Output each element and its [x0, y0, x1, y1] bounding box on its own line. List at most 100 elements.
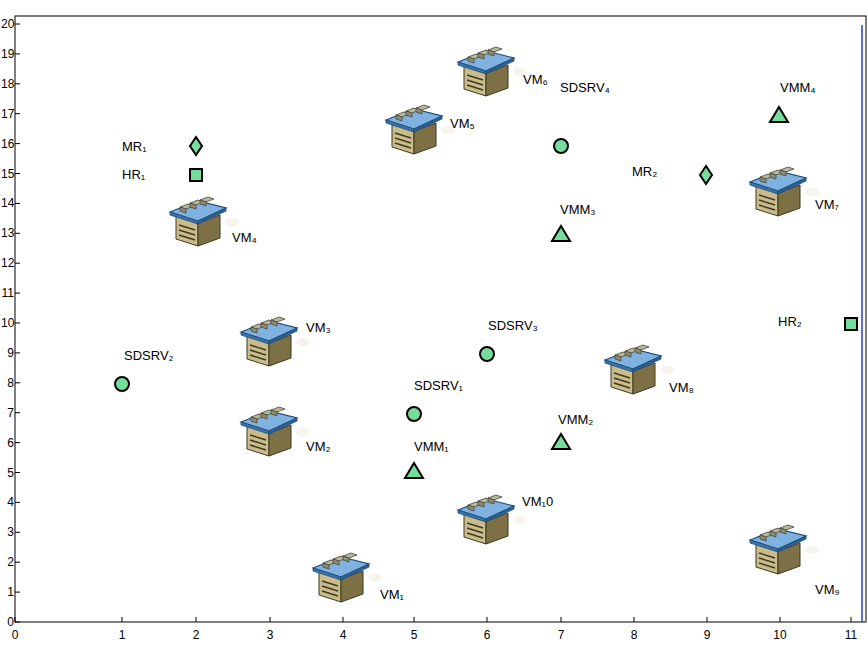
tick-mark: [15, 143, 20, 144]
tick-mark: [15, 113, 20, 114]
y-tick-label: 13: [1, 225, 14, 241]
tick-mark: [15, 352, 20, 353]
server-icon: [750, 525, 819, 574]
server-icons: [170, 47, 819, 602]
tick-mark: [15, 532, 20, 533]
tick-mark: [122, 617, 123, 622]
server-icon: [313, 553, 382, 602]
y-tick-label: 5: [7, 465, 14, 481]
server-icon: [750, 167, 819, 216]
tick-mark: [15, 323, 20, 324]
point-label: MR₂: [632, 164, 657, 180]
tick-mark: [270, 617, 271, 622]
server-icon: [241, 407, 310, 456]
triangle-marker: [552, 226, 570, 241]
diamond-marker: [190, 137, 202, 155]
markers: [115, 107, 857, 478]
tick-mark: [196, 617, 197, 622]
point-label: SDSRV₃: [488, 318, 538, 334]
point-label: VM₈: [669, 380, 694, 396]
point-label: VMM₄: [780, 80, 816, 96]
y-tick-label: 10: [1, 315, 14, 331]
y-tick-label: 3: [7, 524, 14, 540]
tick-mark: [15, 472, 20, 473]
x-tick-label: 3: [267, 627, 274, 643]
point-label: VM₁: [380, 587, 404, 603]
tick-mark: [15, 53, 20, 54]
server-icon: [241, 317, 310, 366]
y-tick-label: 17: [1, 106, 14, 122]
tick-mark: [707, 617, 708, 622]
tick-mark: [487, 617, 488, 622]
x-tick-label: 5: [411, 627, 418, 643]
tick-mark: [15, 293, 20, 294]
tick-mark: [634, 617, 635, 622]
x-tick-label: 4: [340, 627, 347, 643]
y-tick-label: 15: [1, 166, 14, 182]
tick-mark: [15, 382, 20, 383]
tick-mark: [15, 83, 20, 84]
circle-marker: [480, 347, 494, 361]
y-tick-label: 16: [1, 136, 14, 152]
tick-mark: [15, 617, 16, 622]
triangle-marker: [770, 107, 788, 122]
point-label: SDSRV₄: [560, 80, 610, 96]
server-icon: [386, 105, 455, 154]
x-tick-label: 1: [119, 627, 126, 643]
server-icon: [170, 197, 239, 246]
tick-mark: [15, 24, 20, 25]
x-tick-label: 6: [484, 627, 491, 643]
point-label: HR₁: [122, 167, 145, 183]
x-tick-label: 9: [704, 627, 711, 643]
tick-mark: [15, 203, 20, 204]
point-label: SDSRV₂: [124, 348, 174, 364]
y-tick-label: 11: [2, 285, 14, 301]
square-marker: [190, 169, 202, 181]
point-label: VM₅: [450, 116, 475, 132]
tick-mark: [15, 622, 20, 623]
x-tick-label: 0: [12, 627, 19, 643]
server-icon: [458, 495, 527, 544]
y-tick-label: 8: [7, 375, 14, 391]
point-label: VMM₂: [558, 412, 593, 428]
tick-mark: [15, 173, 20, 174]
circle-marker: [554, 139, 568, 153]
y-tick-label: 0: [7, 614, 14, 630]
boundary-line: [861, 25, 863, 622]
point-label: VM₇: [815, 197, 839, 213]
server-icon: [605, 345, 674, 394]
point-label: VM₃: [306, 320, 331, 336]
point-label: VM₂: [306, 439, 331, 455]
tick-mark: [780, 617, 781, 622]
tick-mark: [15, 412, 20, 413]
diamond-marker: [700, 166, 712, 184]
y-tick-label: 7: [7, 405, 14, 421]
tick-mark: [851, 617, 852, 622]
tick-mark: [15, 562, 20, 563]
axes-frame: [15, 16, 866, 622]
y-tick-label: 19: [1, 46, 14, 62]
tick-mark: [561, 617, 562, 622]
tick-mark: [15, 502, 20, 503]
point-label: VM₁0: [522, 494, 553, 510]
tick-mark: [15, 592, 20, 593]
axis-ticks: [15, 24, 851, 622]
point-label: VMM₁: [414, 439, 449, 455]
server-icon: [458, 47, 527, 96]
circle-marker: [115, 377, 129, 391]
point-label: SDSRV₁: [414, 378, 463, 394]
point-label: VM₄: [232, 230, 257, 246]
point-label: VM₆: [523, 72, 548, 88]
point-label: VMM₃: [560, 202, 596, 218]
circle-marker: [407, 407, 421, 421]
point-label: HR₂: [778, 314, 802, 330]
x-tick-label: 7: [558, 627, 565, 643]
y-tick-label: 2: [7, 554, 14, 570]
x-tick-label: 11: [845, 627, 857, 643]
y-tick-label: 9: [7, 345, 14, 361]
point-label: MR₁: [122, 139, 147, 155]
y-tick-label: 18: [1, 76, 14, 92]
tick-mark: [414, 617, 415, 622]
